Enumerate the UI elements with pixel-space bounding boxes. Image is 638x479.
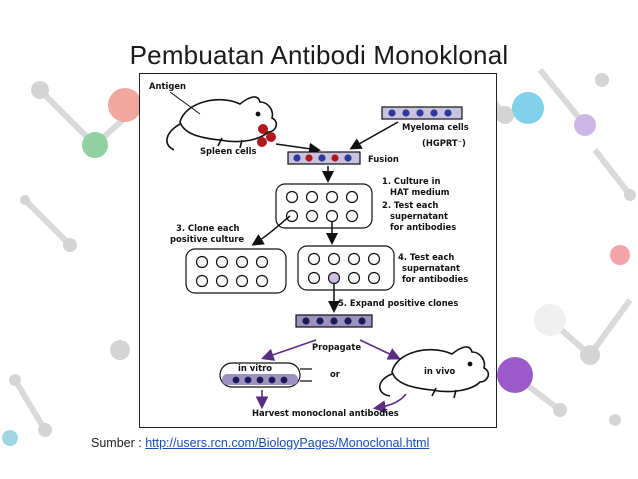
- spleen-cells: [257, 124, 276, 147]
- monoclonal-diagram: Antigen Spleen cells Myeloma cells (HGPR…: [139, 73, 497, 428]
- clone-plate-right: [297, 245, 395, 291]
- expanded-tube: [295, 314, 373, 328]
- source-citation: Sumber : http://users.rcn.com/BiologyPag…: [91, 436, 429, 450]
- page-title: Pembuatan Antibodi Monoklonal: [129, 40, 509, 70]
- arrow-to-in-vitro: [260, 339, 317, 361]
- source-link[interactable]: http://users.rcn.com/BiologyPages/Monocl…: [145, 436, 430, 450]
- label-in-vivo: in vivo: [424, 366, 456, 376]
- myeloma-tube: [381, 106, 463, 120]
- diagram-canvas: Antigen Spleen cells Myeloma cells (HGPR…: [149, 81, 490, 418]
- label-step1-line1: 1. Culture in: [382, 176, 440, 186]
- fusion-tube: [287, 151, 361, 165]
- label-or: or: [330, 369, 341, 379]
- label-step3-line2: positive culture: [170, 234, 244, 244]
- label-step1-line2: HAT medium: [390, 187, 450, 197]
- label-hgprt: (HGPRT⁻): [422, 138, 466, 148]
- label-step4-line2: supernatant: [402, 263, 460, 273]
- label-step5: 5. Expand positive clones: [338, 298, 458, 308]
- label-fusion: Fusion: [368, 154, 399, 164]
- arrow-harvest-vivo: [372, 393, 407, 413]
- label-antigen: Antigen: [149, 81, 186, 91]
- arrow-spleen-to-fusion: [275, 142, 321, 155]
- label-myeloma-cells: Myeloma cells: [402, 122, 469, 132]
- in-vitro-tube: [219, 362, 312, 388]
- label-step2-line1: 2. Test each: [382, 200, 438, 210]
- mouse-icon: [378, 346, 490, 399]
- source-prefix: Sumber :: [91, 436, 146, 450]
- arrow-myeloma-to-fusion: [349, 121, 399, 150]
- arrow-to-in-vivo: [359, 339, 401, 360]
- label-spleen-cells: Spleen cells: [200, 146, 257, 156]
- clone-plate-left: [185, 248, 287, 294]
- label-step2-line3: for antibodies: [390, 222, 456, 232]
- label-step3-line1: 3. Clone each: [176, 223, 240, 233]
- label-step4-line1: 4. Test each: [398, 252, 454, 262]
- mouse-icon: [166, 96, 278, 151]
- arrow-clone-left: [251, 215, 291, 246]
- label-step4-line3: for antibodies: [402, 274, 468, 284]
- label-harvest: Harvest monoclonal antibodies: [252, 408, 399, 418]
- label-step2-line2: supernatant: [390, 211, 448, 221]
- label-in-vitro: in vitro: [238, 363, 272, 373]
- label-propagate: Propagate: [312, 342, 361, 352]
- antigen-pointer: [169, 91, 201, 115]
- culture-plate: [275, 183, 373, 229]
